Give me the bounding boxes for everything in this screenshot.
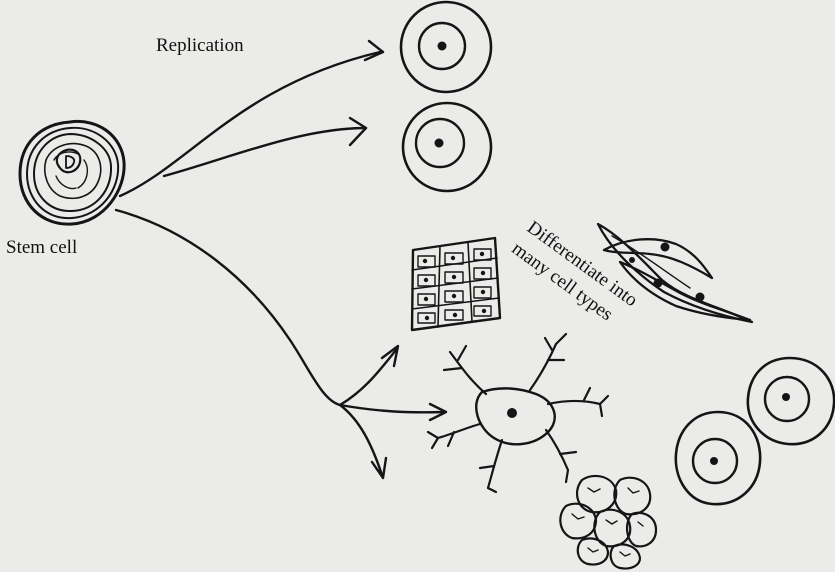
round-cell-upper: [748, 358, 834, 444]
cell-cluster: [560, 476, 656, 569]
replication-arrows: [120, 41, 383, 196]
replication-label: Replication: [156, 35, 244, 56]
differentiate-caption: Differentiate into many cell types: [508, 217, 642, 332]
differentiation-arrows: [116, 210, 446, 478]
stem-cell-label: Stem cell: [6, 237, 77, 258]
replicated-cell-1: [401, 2, 491, 92]
replicated-cell-2: [403, 103, 491, 191]
epithelial-tissue: [412, 238, 500, 330]
muscle-cells: [598, 224, 752, 322]
neuron-cell: [428, 334, 608, 492]
stem-cell: [20, 121, 124, 224]
round-cell-lower: [676, 412, 760, 504]
